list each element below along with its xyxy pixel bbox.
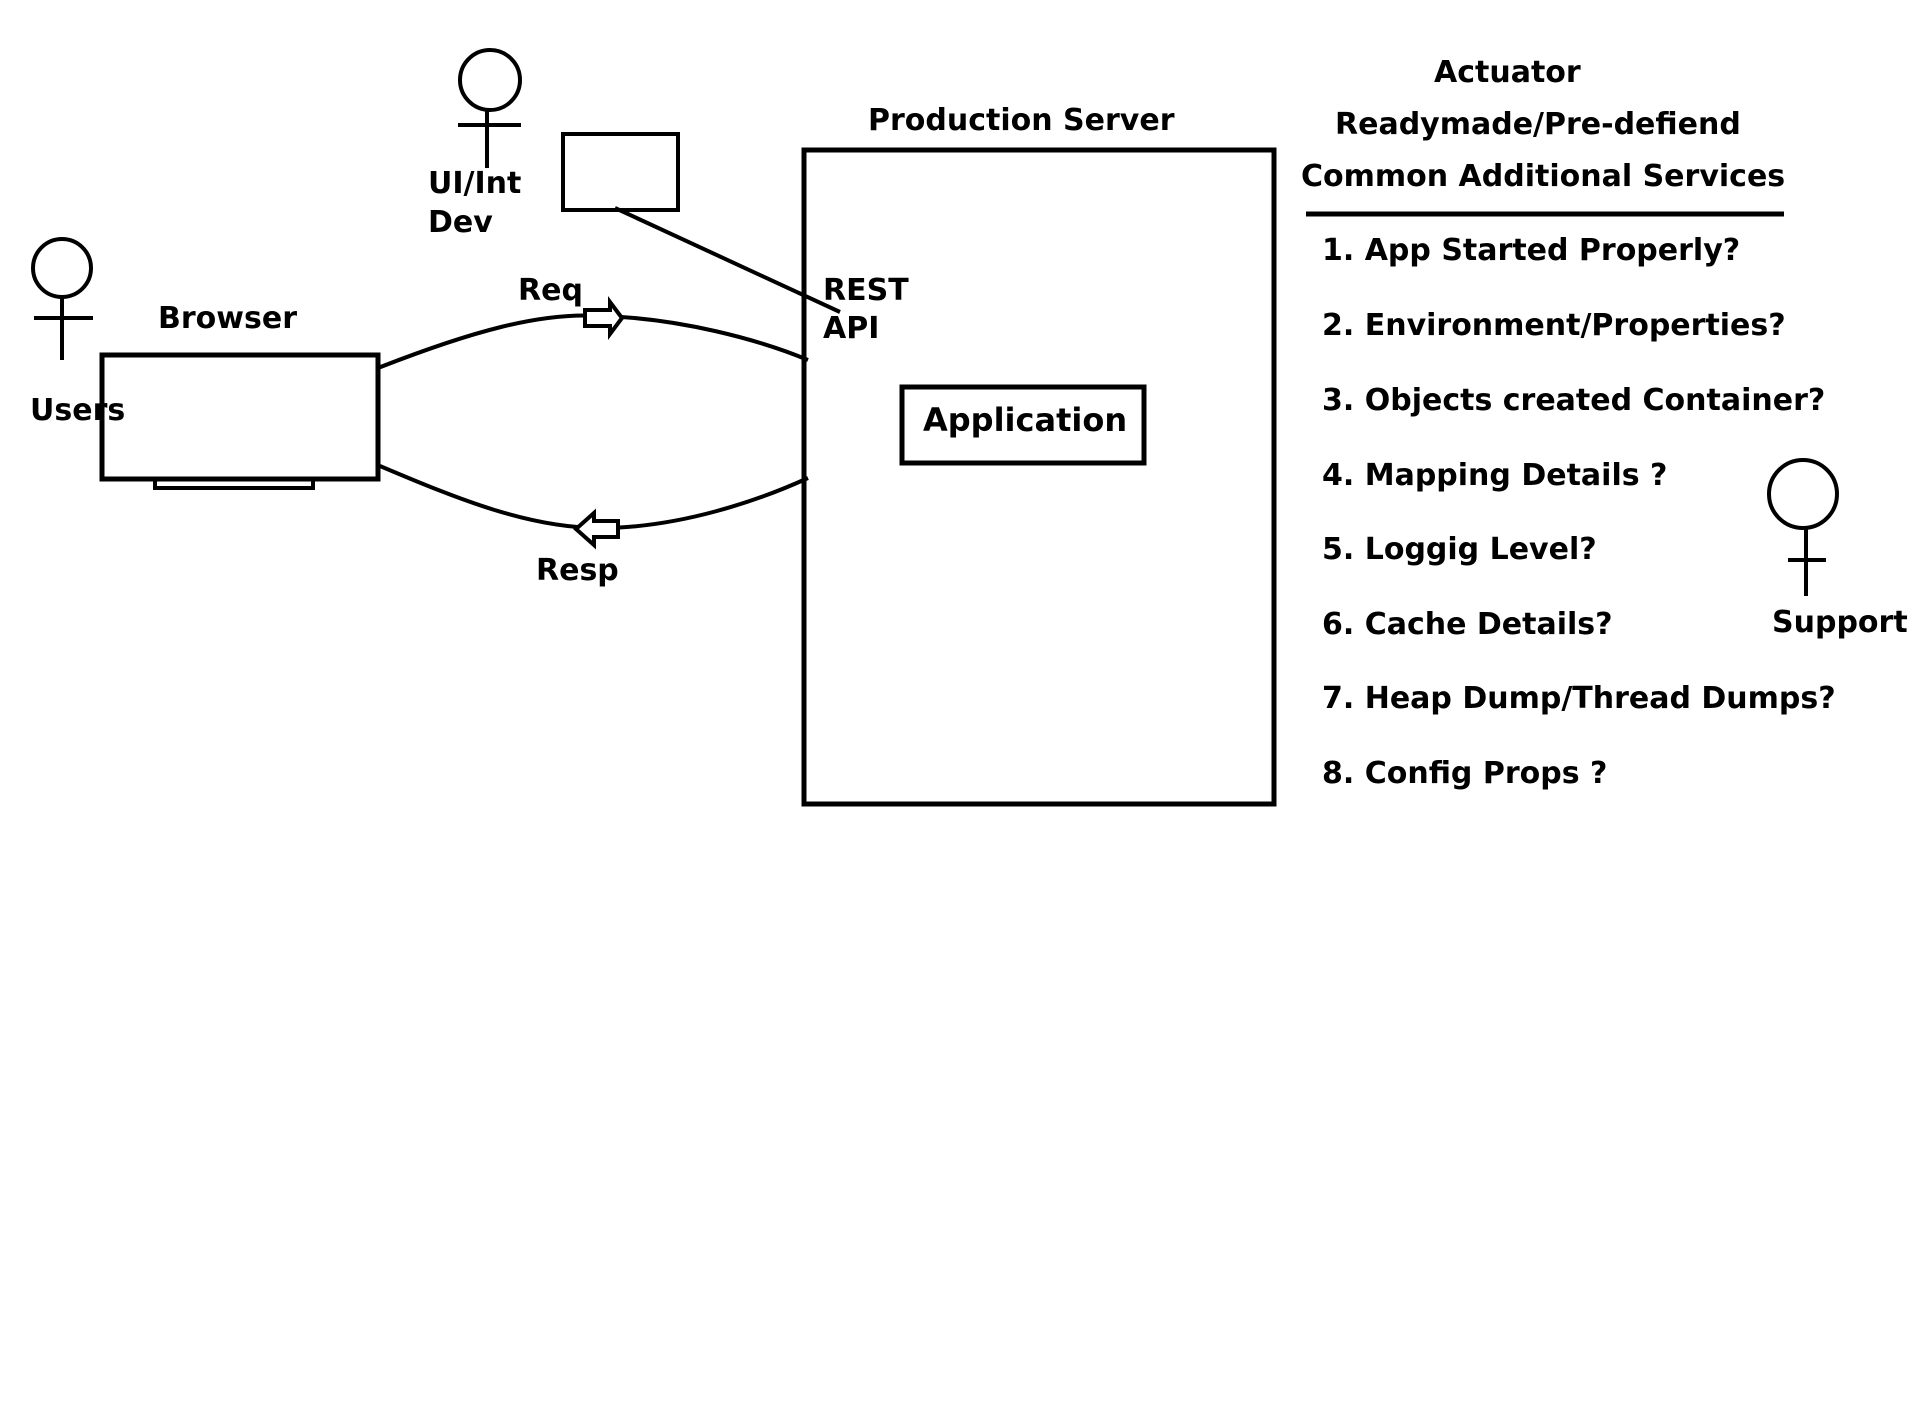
production-server-box xyxy=(801,147,1277,807)
ui-dev-label-line2: Dev xyxy=(428,205,493,240)
list-item: 7. Heap Dump/Thread Dumps? xyxy=(1322,681,1836,716)
list-item: 4. Mapping Details ? xyxy=(1322,458,1667,493)
users-actor-icon xyxy=(31,237,93,360)
request-label: Req xyxy=(518,273,583,308)
browser-label: Browser xyxy=(158,301,297,336)
application-label: Application xyxy=(923,401,1127,439)
list-item: 5. Loggig Level? xyxy=(1322,532,1597,567)
server-title: Production Server xyxy=(868,103,1175,138)
list-item: 8. Config Props ? xyxy=(1322,756,1607,791)
response-label: Resp xyxy=(536,553,619,588)
ui-dev-actor-icon xyxy=(458,48,522,168)
list-item: 6. Cache Details? xyxy=(1322,607,1613,642)
rest-api-label-line1: REST xyxy=(823,273,909,308)
browser-window xyxy=(99,352,381,482)
support-label: Support xyxy=(1772,605,1908,640)
list-item: 3. Objects created Container? xyxy=(1322,383,1825,418)
browser-stand xyxy=(153,477,315,490)
users-label: Users xyxy=(30,393,125,428)
rest-api-label-line2: API xyxy=(823,311,879,346)
developer-terminal-box xyxy=(561,132,680,212)
request-arrow-icon xyxy=(583,296,625,340)
ui-dev-label-line1: UI/Int xyxy=(428,166,521,201)
support-actor-icon xyxy=(1767,458,1839,596)
response-arrow-icon xyxy=(572,508,620,550)
actuator-title: Actuator xyxy=(1434,55,1581,90)
actuator-subtitle-2: Common Additional Services xyxy=(1301,159,1785,194)
application-box xyxy=(899,384,1147,466)
list-item: 2. Environment/Properties? xyxy=(1322,308,1786,343)
actuator-services-list: 1. App Started Properly? 2. Environment/… xyxy=(1322,233,1836,791)
actuator-subtitle: Readymade/Pre-defiend xyxy=(1335,107,1741,142)
list-item: 1. App Started Properly? xyxy=(1322,233,1740,268)
